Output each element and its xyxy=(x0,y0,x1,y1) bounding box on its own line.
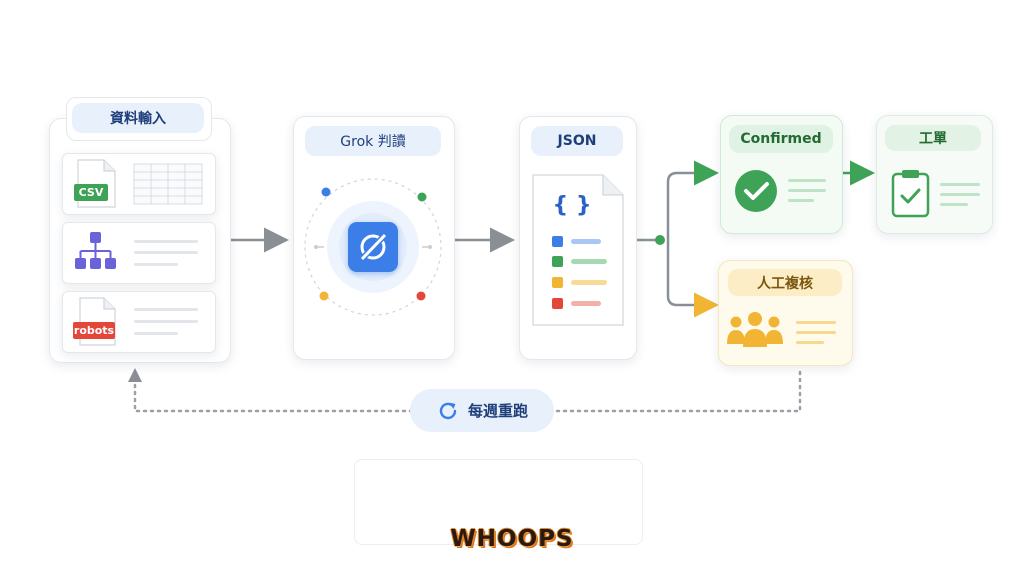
rerun-pill: 每週重跑 xyxy=(410,389,554,432)
review-label: 人工複核 xyxy=(728,269,842,296)
confirmed-label: Confirmed xyxy=(729,125,833,153)
rerun-label: 每週重跑 xyxy=(467,402,528,420)
split-dot xyxy=(655,235,665,245)
arrow-to-confirmed xyxy=(666,160,719,240)
confirmed-text-line xyxy=(788,199,814,202)
robots-text-line xyxy=(134,332,178,335)
whoops-watermark: WHOOPS xyxy=(450,526,574,552)
refresh-icon xyxy=(439,402,457,419)
confirmed-text-line xyxy=(788,189,826,192)
sitemap-text-line xyxy=(134,263,178,266)
review-text-line xyxy=(796,331,836,334)
csv-tag: CSV xyxy=(74,184,108,201)
ticket-text-line xyxy=(940,183,980,186)
sitemap-text-line xyxy=(134,240,198,243)
arrow-to-review xyxy=(666,240,719,318)
confirmed-text-line xyxy=(788,179,826,182)
sitemap-text-line xyxy=(134,251,198,254)
ticket-text-line xyxy=(940,203,968,206)
robots-tag: robots xyxy=(73,322,115,339)
json-label: JSON xyxy=(531,126,623,156)
robots-text-line xyxy=(134,320,198,323)
grok-label: Grok 判讀 xyxy=(305,126,441,156)
json-braces-icon: { } xyxy=(552,193,592,218)
grok-logo-icon xyxy=(348,222,398,272)
robots-text-line xyxy=(134,308,198,311)
review-text-line xyxy=(796,321,836,324)
ticket-label: 工單 xyxy=(885,125,981,151)
ticket-text-line xyxy=(940,193,980,196)
input-label: 資料輸入 xyxy=(72,103,204,133)
loop-arrowhead xyxy=(128,368,142,382)
review-text-line xyxy=(796,341,824,344)
empty-placeholder-box xyxy=(354,459,643,545)
